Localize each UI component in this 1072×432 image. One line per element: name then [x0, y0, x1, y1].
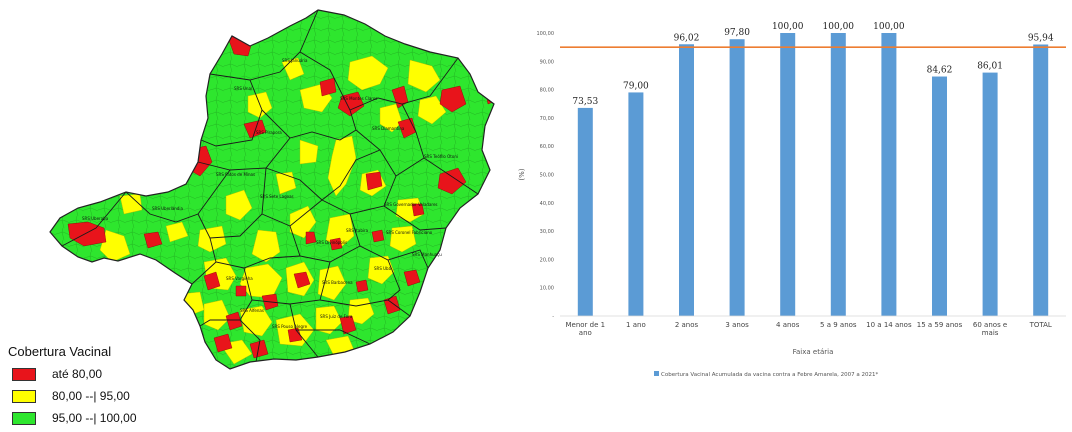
y-tick-label: 30,00: [540, 229, 554, 235]
x-tick-label: 10 a 14 anos: [866, 321, 912, 329]
y-tick-label: 50,00: [540, 173, 554, 179]
map-region-label: SRS Ubá: [374, 266, 392, 271]
legend-item-mid: 80,00 --| 95,00: [12, 389, 222, 405]
x-tick-label: 4 anos: [776, 321, 800, 329]
legend-label-mid: 80,00 --| 95,00: [52, 389, 130, 403]
y-tick-label: 80,00: [540, 88, 554, 94]
chart-legend-label: Cobertura Vacinal Acumulada da vacina co…: [661, 372, 878, 378]
map-legend: Cobertura Vacinal até 80,00 80,00 --| 95…: [8, 344, 228, 430]
map-region-label: SRS Sete Lagoas: [260, 194, 294, 199]
bar: [679, 44, 694, 317]
state-outline: [49, 9, 495, 370]
bar: [881, 33, 897, 316]
legend-label-low: até 80,00: [52, 367, 103, 381]
map-base-green: [50, 10, 494, 369]
x-axis-title: Faixa etária: [793, 348, 834, 356]
bar: [729, 39, 745, 316]
bar: [780, 33, 796, 316]
bar-value-label: 96,02: [674, 33, 700, 43]
yellow-areas: [99, 55, 447, 365]
y-axis-title: (%): [518, 168, 526, 180]
map-region-label: SRS Barbacena: [322, 280, 353, 285]
bar-value-label: 100,00: [823, 22, 855, 32]
x-tick-label: 2 anos: [675, 321, 699, 329]
bar: [830, 33, 846, 316]
legend-item-low: até 80,00: [12, 367, 222, 383]
red-areas: [67, 29, 494, 359]
y-axis: - 10,00 20,00 30,00 40,00 50,00 60,00 70,00 80,0…: [537, 31, 555, 320]
map-region-label: SRS Governador Valadares: [384, 202, 438, 207]
map-region-label: SRS Montes Claros: [340, 96, 377, 101]
bar: [982, 72, 998, 316]
legend-swatch-yellow: [12, 390, 36, 403]
x-tick-label: 5 a 9 anos: [820, 321, 857, 329]
map-region-label: SRS Pouso Alegre: [272, 324, 308, 329]
x-tick-label: 1 ano: [626, 321, 646, 329]
map-region-label: SRS Pirapora: [256, 130, 282, 135]
bar: [1033, 44, 1049, 316]
chart-legend-swatch: [654, 371, 659, 376]
map-region-label: SRS Diamantina: [372, 126, 405, 131]
map-region-label: SRS Juiz de Fora: [320, 314, 353, 319]
y-tick-label: 10,00: [540, 286, 554, 292]
y-tick-label: 100,00: [537, 31, 555, 37]
x-tick-label: 3 anos: [725, 321, 749, 329]
map-region-label: SRS Januária: [282, 58, 308, 63]
map-region-label: SRS Divinópolis: [316, 240, 347, 245]
map-fill-layer: [50, 10, 494, 369]
bar: [628, 92, 644, 317]
map-legend-title: Cobertura Vacinal: [8, 344, 112, 359]
y-tick-label: -: [552, 314, 554, 320]
map-region-label: SRS Uberaba: [82, 216, 109, 221]
map-region-label: SRS Teófilo Otoni: [424, 154, 458, 159]
bar-value-label: 95,94: [1028, 33, 1054, 43]
map-region-label: SRS Alfenas: [240, 308, 264, 313]
y-tick-label: 90,00: [540, 59, 554, 65]
legend-swatch-red: [12, 368, 36, 381]
coverage-bar-chart: - 10,00 20,00 30,00 40,00 50,00 60,00 70,00 80,0…: [518, 22, 1066, 378]
bar: [577, 107, 593, 317]
bar-value-label: 79,00: [623, 81, 649, 91]
y-tick-label: 40,00: [540, 201, 554, 207]
y-tick-label: 20,00: [540, 257, 554, 263]
x-tick-label: 15 a 59 anos: [917, 321, 963, 329]
legend-swatch-green: [12, 412, 36, 425]
map-region-label: SRS Uberlândia: [152, 206, 183, 211]
bar: [932, 76, 947, 317]
legend-item-high: 95,00 --| 100,00: [12, 411, 222, 427]
map-region-label: SRS Patos de Minas: [216, 172, 255, 177]
y-tick-label: 60,00: [540, 144, 554, 150]
bar-value-label: 100,00: [873, 22, 905, 32]
value-labels: 73,53 79,00 96,02 97,80 100,00 100,00 100,00 84…: [572, 22, 1053, 107]
bars: [560, 33, 1066, 317]
bar-value-label: 86,01: [977, 62, 1003, 72]
x-tick-label: TOTAL: [1029, 321, 1052, 329]
legend-label-high: 95,00 --| 100,00: [52, 411, 137, 425]
map-region-label: SRS Varginha: [226, 276, 253, 281]
map-region-label: SRS Manhuaçu: [412, 252, 442, 257]
bar-value-label: 73,53: [572, 97, 598, 107]
map-region-label: SRS Itabira: [346, 228, 369, 233]
bar-value-label: 84,62: [927, 66, 953, 76]
map-region-label: SRS Unaí: [234, 86, 253, 91]
bar-value-label: 100,00: [772, 22, 804, 32]
bar-value-label: 97,80: [724, 28, 750, 38]
map-region-label: SRS Coronel Fabriciano: [386, 230, 433, 235]
coverage-bar-chart-panel: - 10,00 20,00 30,00 40,00 50,00 60,00 70,00 80,0…: [510, 0, 1072, 432]
health-region-borders: [61, 10, 479, 363]
y-tick-label: 70,00: [540, 116, 554, 122]
